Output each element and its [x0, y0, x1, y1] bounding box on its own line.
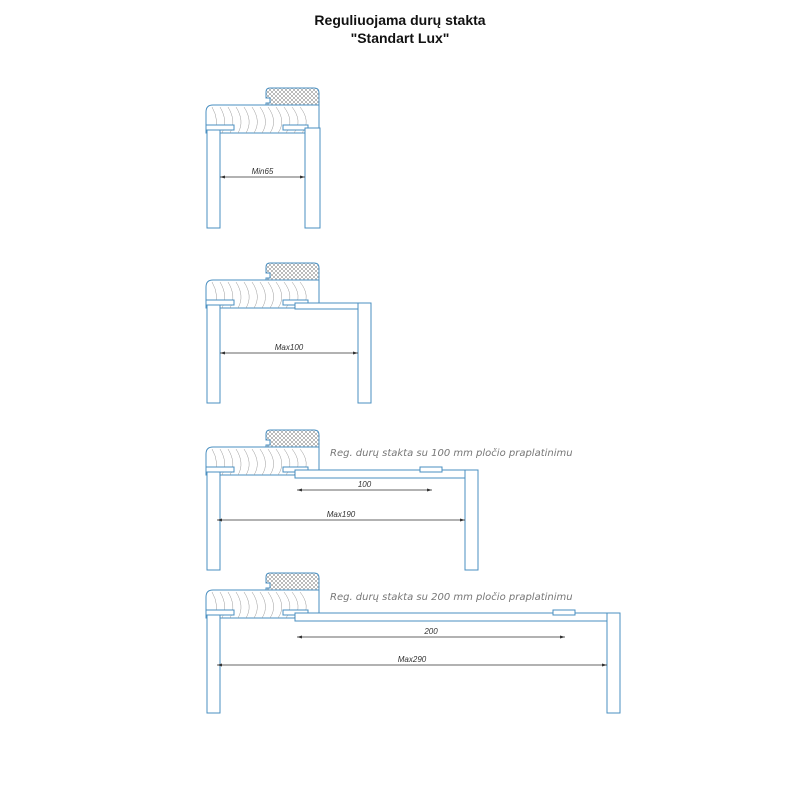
wood-grain — [251, 281, 258, 309]
right-trim-tongue — [282, 124, 309, 131]
casing-profile — [265, 572, 320, 593]
dimension-label-extension: 200 — [423, 627, 438, 636]
wood-grain — [219, 591, 225, 619]
extension-tongue — [552, 609, 576, 616]
wood-grain — [251, 106, 258, 134]
casing-profile — [265, 262, 320, 283]
diagram-subtitle: "Standart Lux" — [350, 30, 450, 46]
diagram-caption: Reg. durų stakta su 100 mm pločio prapla… — [330, 447, 573, 459]
wood-grain — [235, 448, 242, 476]
wood-grain — [243, 448, 250, 476]
wood-grain — [283, 281, 291, 309]
wood-grain — [251, 448, 258, 476]
wood-grain — [259, 106, 266, 134]
wood-grain — [259, 591, 266, 619]
wood-grain — [267, 591, 274, 619]
left-architrave — [206, 471, 221, 571]
wood-grain — [235, 106, 242, 134]
wood-grain — [219, 281, 225, 309]
right-architrave — [606, 612, 621, 714]
dimension-label: Max100 — [275, 343, 304, 352]
dimension-label-extension: 100 — [358, 480, 372, 489]
extension-tongue — [419, 466, 443, 473]
wood-grain — [235, 591, 242, 619]
diagram-title: Reguliuojama durų stakta — [314, 12, 486, 28]
wood-grain — [227, 591, 234, 619]
wood-grain — [275, 106, 282, 134]
right-architrave — [357, 302, 372, 404]
wood-grain — [259, 281, 266, 309]
casing-profile — [265, 429, 320, 450]
wood-grain — [251, 591, 258, 619]
right-architrave — [304, 127, 321, 229]
left-trim-tongue — [205, 609, 235, 616]
wood-grain — [283, 448, 291, 476]
wood-grain — [243, 281, 250, 309]
wood-grain — [267, 448, 274, 476]
wood-grain — [299, 106, 307, 134]
left-architrave — [206, 614, 221, 714]
wood-grain — [243, 591, 250, 619]
right-architrave — [464, 469, 479, 571]
left-trim-tongue — [205, 466, 235, 473]
wood-grain — [275, 591, 282, 619]
left-architrave — [206, 304, 221, 404]
left-trim-tongue — [205, 299, 235, 306]
left-trim-tongue — [205, 124, 235, 131]
wood-grain — [227, 106, 234, 134]
diagram-caption: Reg. durų stakta su 200 mm pločio prapla… — [330, 591, 573, 603]
wood-grain — [243, 106, 250, 134]
dimension-label-max: Max290 — [398, 655, 427, 664]
wood-grain — [227, 281, 234, 309]
wood-grain — [235, 281, 242, 309]
door-frame-diagram-2: Max100 — [205, 262, 372, 404]
dimension-label-max: Max190 — [327, 510, 356, 519]
wood-grain — [283, 591, 291, 619]
wood-grain — [219, 106, 225, 134]
adjustable-board — [294, 302, 359, 310]
wood-grain — [275, 281, 282, 309]
wood-grain — [227, 448, 234, 476]
wood-grain — [275, 448, 282, 476]
wood-grain — [219, 448, 225, 476]
wood-grain — [291, 106, 299, 134]
left-architrave — [206, 129, 221, 229]
wood-grain — [259, 448, 266, 476]
casing-profile — [265, 87, 320, 108]
door-frame-diagram-1: Min65 — [205, 87, 321, 229]
wood-grain — [283, 106, 291, 134]
dimension-label: Min65 — [252, 167, 274, 176]
wood-grain — [267, 106, 274, 134]
wood-grain — [267, 281, 274, 309]
